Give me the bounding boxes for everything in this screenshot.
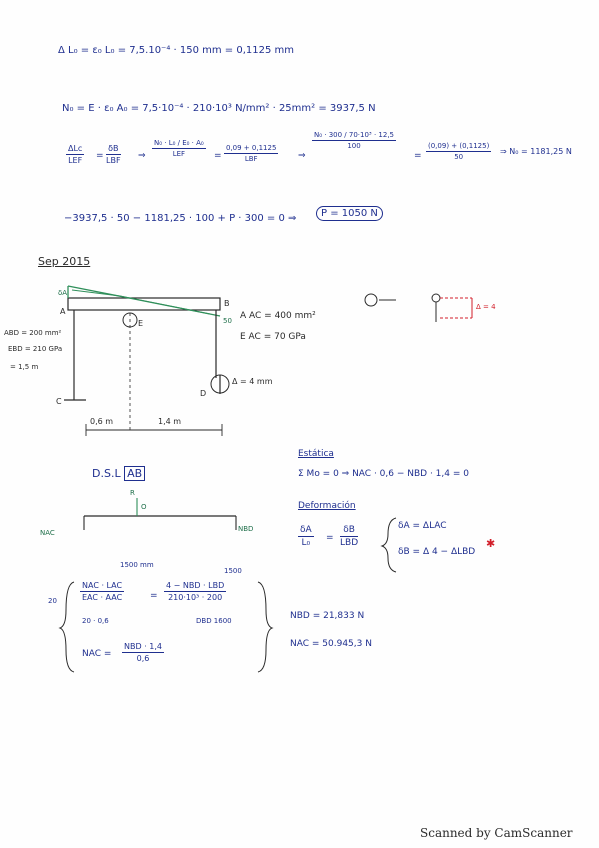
fbd-force-nbd: NBD xyxy=(238,525,254,533)
system-top-label: 1500 mm xyxy=(120,561,154,569)
equation-moment-balance: −3937,5 · 50 − 1181,25 · 100 + P · 300 =… xyxy=(64,213,297,224)
dsl-heading: D.S.L AB xyxy=(92,466,146,481)
heading-deformacion: Deformación xyxy=(298,501,356,511)
label-area-bd: ABD = 200 mm² xyxy=(4,329,62,337)
equation-estatica: Σ Mo = 0 ⇒ NAC · 0,6 − NBD · 1,4 = 0 xyxy=(298,469,469,479)
fbd-force-nac: NAC xyxy=(40,529,55,537)
star-mark: ✱ xyxy=(486,537,496,550)
node-a: A xyxy=(60,307,66,316)
section-heading: Sep 2015 xyxy=(38,255,91,268)
result-p: P = 1050 N xyxy=(316,206,383,221)
scanner-watermark: Scanned by CamScanner xyxy=(420,826,573,840)
label-50: 50 xyxy=(223,317,232,325)
fbd-reaction-r: R xyxy=(130,489,135,497)
result-n0: ⇒ N₀ = 1181,25 N xyxy=(500,147,572,156)
label-modulus-ac: E AC = 70 GPa xyxy=(240,332,306,342)
dimension-ed: 1,4 m xyxy=(158,417,182,426)
label-deflection-a: δA xyxy=(58,289,68,297)
equation-strain-deformation: Δ L₀ = ε₀ L₀ = 7,5.10⁻⁴ · 150 mm = 0,112… xyxy=(58,45,295,56)
label-displacement-d: Δ = 4 mm xyxy=(232,377,273,386)
equation-normal-force: N₀ = E · ε₀ A₀ = 7,5·10⁻⁴ · 210·10³ N/mm… xyxy=(62,103,376,114)
node-d: D xyxy=(200,389,207,398)
label-modulus-bd: EBD = 210 GPa xyxy=(8,345,63,353)
dimension-ae: 0,6 m xyxy=(90,417,114,426)
label-length-bd: = 1,5 m xyxy=(10,363,39,371)
label-area-ac: A AC = 400 mm² xyxy=(240,311,316,321)
node-e: E xyxy=(138,319,144,328)
heading-estatica: Estática xyxy=(298,449,334,459)
result-nac: NAC = 50.945,3 N xyxy=(290,639,372,649)
label-small-delta: Δ = 4 xyxy=(476,303,496,311)
node-c: C xyxy=(56,397,62,406)
result-nbd: NBD = 21,833 N xyxy=(290,611,365,621)
node-b: B xyxy=(224,299,230,308)
fraction-sum-50: (0,09) + (0,1125)50 xyxy=(426,142,492,161)
compat-cond-a: δA = ΔLAC xyxy=(398,521,447,531)
compat-cond-b: δB = Δ 4 − ΔLBD xyxy=(398,547,476,557)
fbd-point-o: O xyxy=(141,503,147,511)
